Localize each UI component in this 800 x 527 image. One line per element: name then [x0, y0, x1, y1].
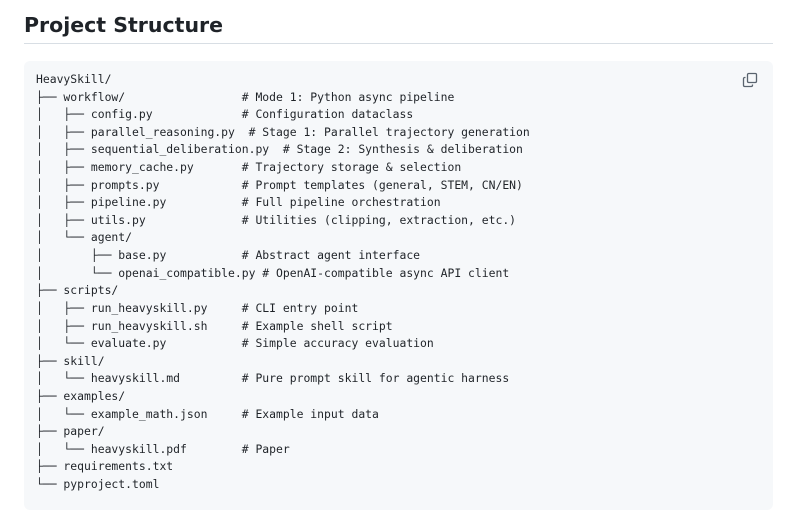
- code-line: ├── requirements.txt: [36, 459, 174, 474]
- code-line: │ ├── run_heavyskill.sh # Example shell …: [36, 318, 393, 333]
- code-line: │ └── agent/: [36, 230, 133, 245]
- code-line: ├── scripts/: [36, 283, 119, 298]
- copy-button[interactable]: [739, 69, 761, 91]
- section-heading: Project Structure: [24, 13, 224, 37]
- code-line: │ ├── parallel_reasoning.py # Stage 1: P…: [36, 124, 530, 139]
- code-line: └── pyproject.toml: [36, 477, 160, 492]
- code-line: │ ├── config.py # Configuration dataclas…: [36, 107, 414, 122]
- code-line: │ ├── base.py # Abstract agent interface: [36, 248, 421, 263]
- code-line: │ └── evaluate.py # Simple accuracy eval…: [36, 336, 434, 351]
- code-line: │ └── openai_compatible.py # OpenAI-comp…: [36, 265, 510, 280]
- code-line: │ ├── pipeline.py # Full pipeline orches…: [36, 195, 441, 210]
- code-line: HeavySkill/: [36, 72, 112, 86]
- code-line: ├── examples/: [36, 388, 126, 403]
- code-line: ├── paper/: [36, 424, 105, 439]
- code-line: ├── skill/: [36, 353, 105, 368]
- code-line: │ ├── run_heavyskill.py # CLI entry poin…: [36, 300, 359, 315]
- code-line: │ ├── prompts.py # Prompt templates (gen…: [36, 177, 523, 192]
- code-line: │ ├── sequential_deliberation.py # Stage…: [36, 142, 523, 157]
- code-line: ├── workflow/ # Mode 1: Python async pip…: [36, 89, 455, 104]
- directory-tree: HeavySkill/ ├── workflow/ # Mode 1: Pytho…: [36, 71, 530, 494]
- code-block: HeavySkill/ ├── workflow/ # Mode 1: Pytho…: [24, 61, 773, 510]
- code-line: │ ├── utils.py # Utilities (clipping, ex…: [36, 212, 517, 227]
- code-line: │ └── heavyskill.md # Pure prompt skill …: [36, 371, 510, 386]
- copy-icon: [742, 72, 758, 88]
- code-line: │ └── example_math.json # Example input …: [36, 406, 379, 421]
- code-line: │ └── heavyskill.pdf # Paper: [36, 441, 290, 456]
- code-line: │ ├── memory_cache.py # Trajectory stora…: [36, 160, 462, 175]
- heading-divider: [24, 43, 773, 44]
